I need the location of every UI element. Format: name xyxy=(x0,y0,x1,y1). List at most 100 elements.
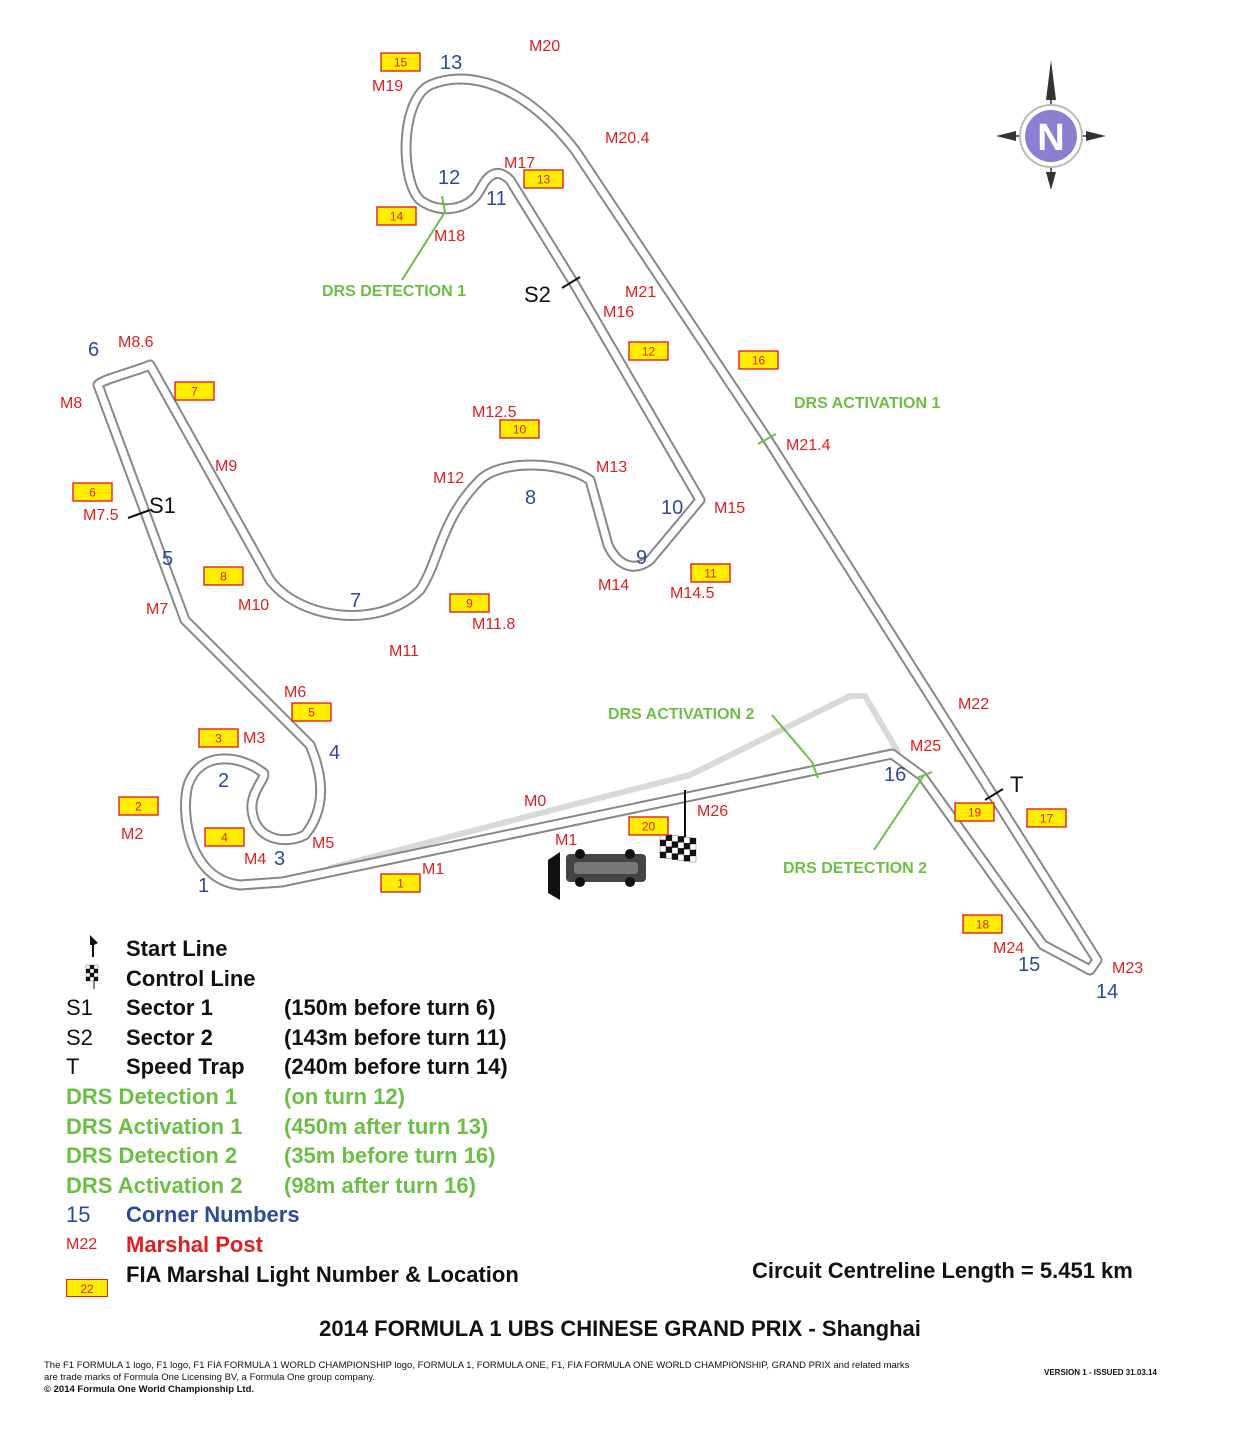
footer-line-2: are trade marks of Formula One Licensing… xyxy=(44,1372,376,1383)
marshal-post: M24 xyxy=(993,940,1024,957)
corner-number: 1 xyxy=(198,875,209,897)
legend-row: Start Line xyxy=(66,934,766,964)
speed-trap-label: T xyxy=(1010,772,1023,797)
svg-text:15: 15 xyxy=(394,56,408,70)
legend-row: DRS Activation 2(98m after turn 16) xyxy=(66,1171,766,1201)
marshal-light: 15 xyxy=(380,52,421,72)
marshal-post: M16 xyxy=(603,304,634,321)
corner-number: 3 xyxy=(274,848,285,870)
legend-name: Start Line xyxy=(126,936,228,961)
legend-row: DRS Detection 1 (on turn 12) xyxy=(66,1082,766,1112)
marshal-post: M25 xyxy=(910,738,941,755)
legend-symbol: 15 xyxy=(66,1202,91,1228)
legend-row: T Speed Trap (240m before turn 14) xyxy=(66,1052,766,1082)
marshal-post: M15 xyxy=(714,500,745,517)
corner-number: 15 xyxy=(1018,954,1040,976)
legend-description: (240m before turn 14) xyxy=(284,1054,508,1080)
copyright-footer: The F1 FORMULA 1 logo, F1 logo, F1 FIA F… xyxy=(44,1360,984,1396)
legend-name: Sector 1 xyxy=(126,995,213,1021)
sector-1-label: S1 xyxy=(149,493,176,518)
sector-1-tick xyxy=(127,509,151,519)
marshal-post: M3 xyxy=(243,730,265,747)
race-car-icon xyxy=(566,849,646,887)
legend-symbol: T xyxy=(66,1054,80,1080)
start-arrow-icon xyxy=(548,852,560,900)
legend-name: Control Line xyxy=(126,965,256,991)
drs-activation-2-label: DRS ACTIVATION 2 xyxy=(608,706,754,723)
corner-number: 7 xyxy=(350,590,361,612)
legend-row: 15 Corner Numbers xyxy=(66,1200,766,1230)
marshal-post: M21 xyxy=(625,284,656,301)
svg-text:2: 2 xyxy=(135,800,142,814)
marshal-light: 20 xyxy=(628,816,669,836)
marshal-light: 19 xyxy=(954,802,995,822)
marshal-light: 3 xyxy=(198,728,239,748)
corner-number: 4 xyxy=(329,742,340,764)
svg-text:10: 10 xyxy=(513,423,527,437)
marshal-light: 10 xyxy=(499,419,540,439)
marshal-post: M14 xyxy=(598,577,629,594)
legend-name: DRS Detection 2 xyxy=(66,1143,238,1169)
legend-name: DRS Detection 1 xyxy=(66,1084,238,1109)
legend-symbol: M22 xyxy=(66,1236,98,1253)
legend-description: (on turn 12) xyxy=(284,1084,405,1109)
legend-row: DRS Detection 2 (35m before turn 16) xyxy=(66,1141,766,1171)
marshal-post: M21.4 xyxy=(786,437,831,454)
marshal-light: 18 xyxy=(962,914,1003,934)
legend-symbol xyxy=(80,963,136,995)
marshal-light: 17 xyxy=(1026,808,1067,828)
marshal-post: M6 xyxy=(284,684,306,701)
svg-text:3: 3 xyxy=(215,732,222,746)
checkered-flag-icon xyxy=(659,833,697,863)
drs-detection-2-label: DRS DETECTION 2 xyxy=(783,860,927,877)
svg-text:12: 12 xyxy=(642,345,656,359)
legend-symbol: S1 xyxy=(66,995,93,1021)
legend-row: S1 Sector 1 (150m before turn 6) xyxy=(66,993,766,1023)
marshal-light: 7 xyxy=(174,381,215,401)
marshal-post: M11.8 xyxy=(472,616,515,633)
legend-description: (35m before turn 16) xyxy=(284,1143,496,1169)
legend-light-box: 22 xyxy=(66,1278,108,1297)
svg-text:6: 6 xyxy=(89,486,96,500)
legend-name: Corner Numbers xyxy=(126,1202,300,1228)
legend-description: (143m before turn 11) xyxy=(284,1024,507,1050)
legend-description: (150m before turn 6) xyxy=(284,995,496,1021)
marshal-post: M0 xyxy=(524,793,546,810)
corner-number: 13 xyxy=(440,52,462,74)
marshal-light: 8 xyxy=(203,566,244,586)
legend-name: Speed Trap xyxy=(126,1054,245,1080)
marshal-post: M7 xyxy=(146,601,168,618)
corner-number: 14 xyxy=(1096,981,1118,1003)
drs-activation-1-label: DRS ACTIVATION 1 xyxy=(794,395,940,412)
footer-line-3: © 2014 Formula One World Championship Lt… xyxy=(44,1384,255,1395)
legend-description: (98m after turn 16) xyxy=(284,1172,476,1198)
marshal-post: M8.6 xyxy=(118,334,154,351)
marshal-post: M1 xyxy=(422,861,444,878)
marshal-post: M20.4 xyxy=(605,130,650,147)
speed-trap-tick xyxy=(984,788,1004,801)
corner-number: 11 xyxy=(486,188,507,210)
svg-text:14: 14 xyxy=(390,210,404,224)
marshal-post: M19 xyxy=(372,78,403,95)
marshal-post: M23 xyxy=(1112,960,1143,977)
marshal-post: M12.5 xyxy=(472,404,517,421)
marshal-post: M11 xyxy=(389,643,419,660)
corner-number: 9 xyxy=(636,547,647,569)
svg-text:9: 9 xyxy=(466,597,473,611)
corner-number: 10 xyxy=(661,497,683,519)
marshal-light: 2 xyxy=(118,796,159,816)
compass-icon: N xyxy=(996,60,1106,190)
marshal-post: M8 xyxy=(60,395,82,412)
marshal-light: 16 xyxy=(738,350,779,370)
marshal-post: M4 xyxy=(244,851,266,868)
marshal-post: M22 xyxy=(958,696,989,713)
version-stamp: VERSION 1 - ISSUED 31.03.14 xyxy=(1044,1368,1157,1377)
legend-symbol xyxy=(80,933,136,965)
corner-number: 6 xyxy=(88,339,99,361)
marshal-light: 12 xyxy=(628,341,669,361)
legend-description: (450m after turn 13) xyxy=(284,1113,489,1139)
legend-row: Control Line xyxy=(66,964,766,994)
